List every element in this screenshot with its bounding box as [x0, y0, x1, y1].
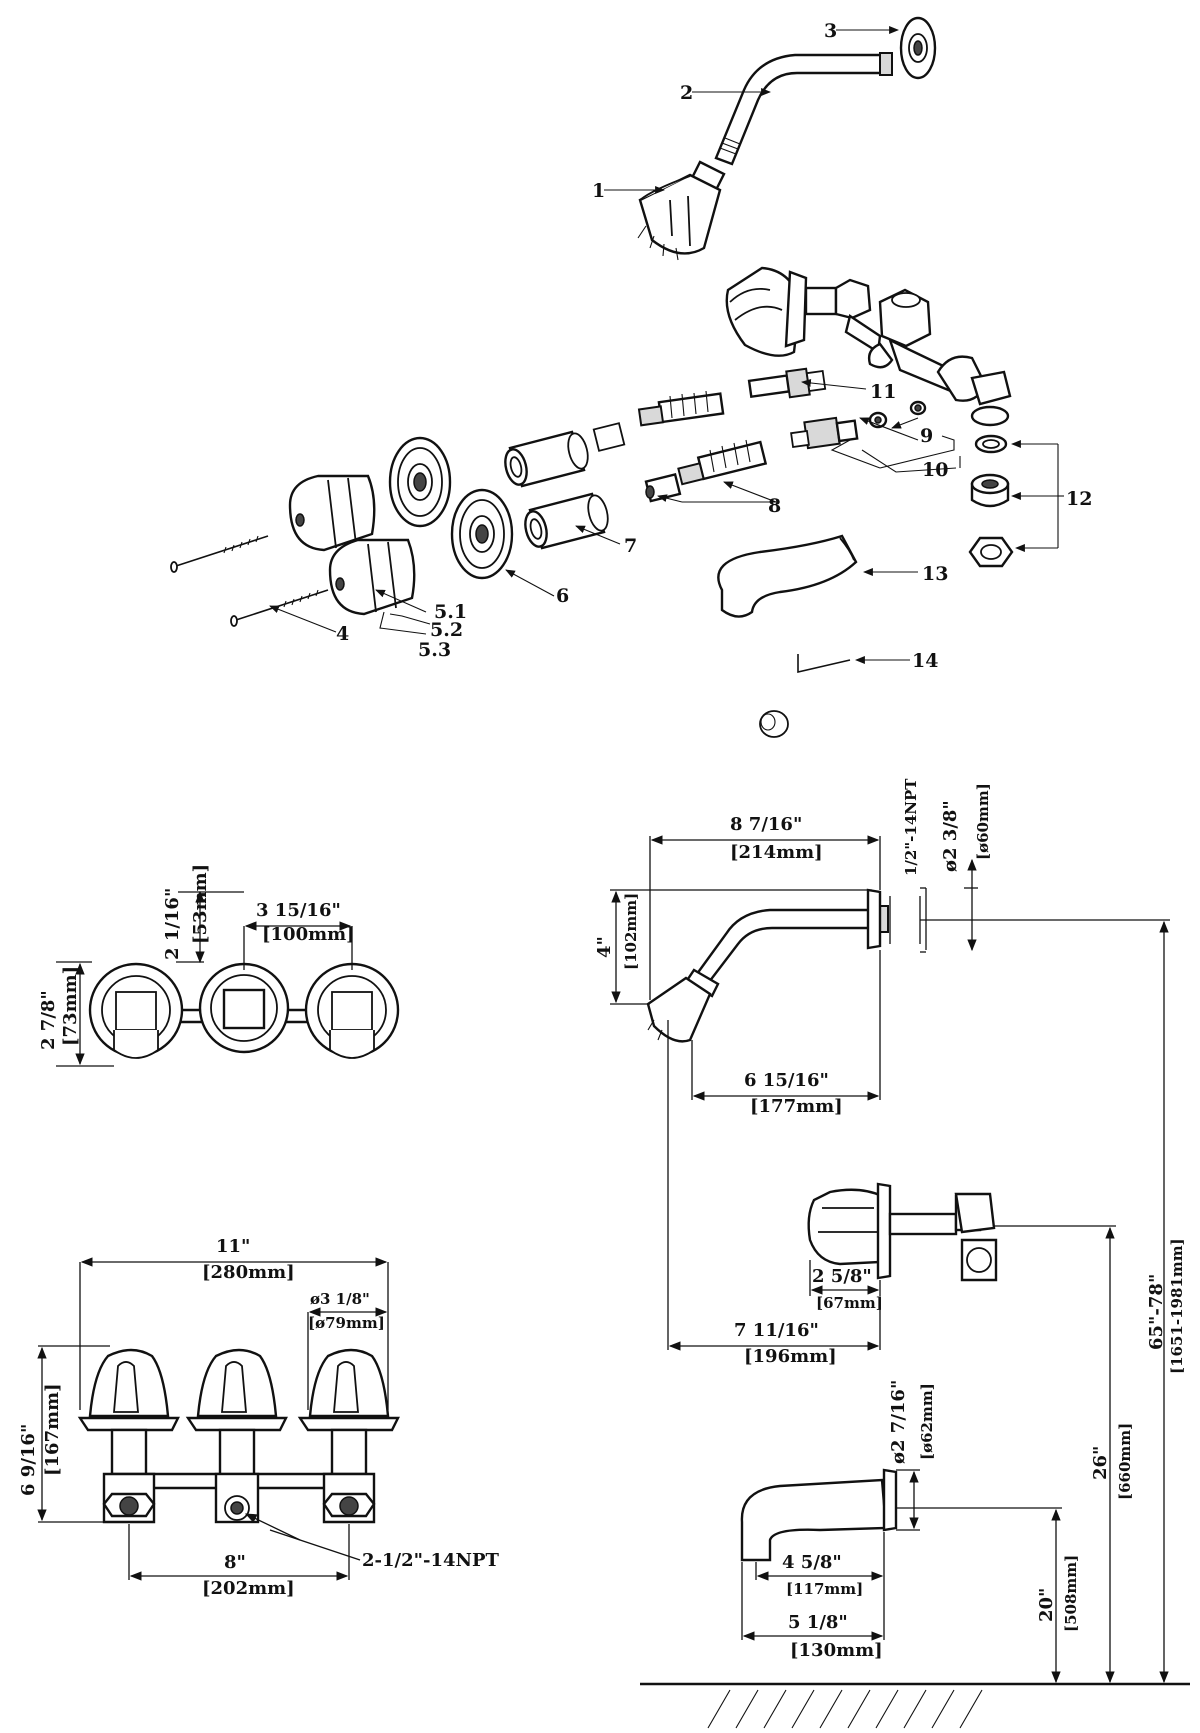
callout-14: 14 — [912, 650, 938, 672]
callout-2: 2 — [680, 82, 693, 104]
part-stem-upper — [637, 390, 725, 427]
dim-arm-drop-mm: [102mm] — [622, 893, 640, 970]
part-hex-key — [797, 654, 851, 674]
dim-spout-reach-in: 4 5/8" — [782, 1552, 842, 1573]
part-stem-lower — [644, 439, 768, 503]
dim-spout-height-mm: [508mm] — [1062, 1555, 1080, 1632]
callout-3: 3 — [824, 20, 837, 42]
callout-6: 6 — [556, 585, 569, 607]
part-cartridge-10 — [790, 416, 859, 450]
top-view-center-body — [198, 962, 290, 1054]
top-view-handle-right — [304, 962, 400, 1059]
dim-npt-inlet: 2-1/2"-14NPT — [362, 1550, 500, 1571]
part-screw-lower — [230, 589, 329, 627]
dim-top-height-mm: [53mm] — [190, 864, 211, 944]
dim-arm-drop-in: 4" — [594, 936, 615, 958]
dim-head-reach-mm: [177mm] — [750, 1096, 843, 1117]
dim-valve-total-in: 7 11/16" — [734, 1320, 819, 1341]
top-view-handle-left — [88, 962, 184, 1059]
part-seat-washer — [974, 434, 1008, 454]
dim-valve-total-mm: [196mm] — [744, 1346, 837, 1367]
front-view-drawing: 11" [280mm] ø3 1/8" [ø79mm] 6 9/16" [167… — [18, 1236, 500, 1599]
dim-arm-reach-in: 8 7/16" — [730, 814, 802, 835]
callout-8: 8 — [768, 495, 781, 517]
front-view-handle-left — [77, 1348, 180, 1524]
dim-spout-total-in: 5 1/8" — [788, 1612, 848, 1633]
dim-flange-in: ø2 3/8" — [940, 800, 961, 872]
dim-spout-height-in: 20" — [1036, 1588, 1057, 1622]
callout-13: 13 — [922, 563, 948, 585]
callout-5-1: 5.1 — [434, 601, 467, 623]
callout-11: 11 — [870, 381, 896, 403]
part-sleeve-upper — [504, 422, 626, 488]
front-view-center — [185, 1348, 288, 1524]
dim-handle-proj-mm: [67mm] — [816, 1294, 883, 1312]
part-valve-body — [725, 266, 1012, 427]
dim-front-width-in: 11" — [216, 1236, 250, 1257]
dim-top-width-mm: [100mm] — [262, 924, 355, 945]
part-shower-head — [637, 160, 726, 261]
top-view-drawing: 3 15/16" [100mm] 2 1/16" [53mm] 2 7/8" [… — [38, 864, 400, 1067]
dim-front-width-mm: [280mm] — [202, 1262, 295, 1283]
part-tub-spout — [717, 534, 858, 618]
dim-handle-proj-in: 2 5/8" — [812, 1266, 872, 1287]
elevation-tub-spout — [740, 1468, 898, 1562]
callout-5-2: 5.2 — [430, 619, 463, 641]
dim-escutcheon-mm: [ø79mm] — [308, 1314, 385, 1332]
dim-centers-mm: [202mm] — [202, 1578, 295, 1599]
callout-4: 4 — [336, 623, 349, 645]
part-shower-arm — [714, 52, 893, 166]
dim-top-height-in: 2 1/16" — [162, 888, 183, 960]
dim-head-reach-in: 6 15/16" — [744, 1070, 829, 1091]
dim-spout-reach-mm: [117mm] — [786, 1580, 863, 1598]
part-shower-flange — [899, 16, 937, 80]
callout-5-3: 5.3 — [418, 639, 451, 661]
dim-top-depth-mm: [73mm] — [60, 966, 81, 1046]
exploded-view: 1 2 3 4 5.1 5.2 5.3 6 7 8 9 10 11 12 13 … — [170, 16, 1092, 738]
elevation-shower-arm — [692, 888, 921, 988]
callout-10: 10 — [922, 459, 948, 481]
dim-arm-thread: 1/2"-14NPT — [902, 778, 920, 876]
callout-12: 12 — [1066, 488, 1092, 510]
dim-top-depth-in: 2 7/8" — [38, 990, 59, 1050]
part-sleeve-lower — [524, 492, 609, 550]
callout-7: 7 — [624, 535, 637, 557]
callout-lines — [269, 26, 1064, 664]
part-handle-lower — [328, 538, 416, 616]
dim-spout-flange-mm: [ø62mm] — [918, 1383, 936, 1460]
dim-flange-mm: [ø60mm] — [974, 783, 992, 860]
dim-top-width-in: 3 15/16" — [256, 900, 341, 921]
part-washers-9 — [868, 400, 927, 429]
dim-spout-total-mm: [130mm] — [790, 1640, 883, 1661]
part-escutcheon-upper — [388, 436, 452, 528]
dim-front-height-in: 6 9/16" — [18, 1424, 39, 1496]
dim-valve-height-in: 26" — [1090, 1446, 1111, 1480]
dim-shower-height-mm: [1651-1981mm] — [1168, 1238, 1186, 1374]
floor-line — [640, 1682, 1190, 1729]
thread-tape-icon — [759, 710, 789, 738]
part-hex-nut — [968, 536, 1014, 568]
part-handle-upper — [288, 474, 376, 552]
dim-escutcheon-in: ø3 1/8" — [310, 1290, 370, 1308]
elevation-valve — [807, 1182, 998, 1282]
part-screw-upper — [170, 535, 269, 573]
dim-shower-height-in: 65"-78" — [1146, 1274, 1167, 1350]
part-escutcheon-lower — [450, 488, 514, 580]
elevation-shower-head — [646, 968, 720, 1043]
part-seat-adapter — [970, 473, 1010, 508]
front-view-handle-right — [297, 1348, 400, 1524]
side-elevation-drawing: 8 7/16" [214mm] 1/2"-14NPT ø2 3/8" [ø60m… — [594, 778, 1190, 1729]
callout-9: 9 — [920, 425, 933, 447]
dim-centers-in: 8" — [224, 1552, 246, 1573]
dim-spout-flange-in: ø2 7/16" — [888, 1380, 909, 1464]
callout-1: 1 — [592, 180, 605, 202]
dim-front-height-mm: [167mm] — [42, 1383, 63, 1476]
dim-valve-height-mm: [660mm] — [1116, 1423, 1134, 1500]
dim-arm-reach-mm: [214mm] — [730, 842, 823, 863]
